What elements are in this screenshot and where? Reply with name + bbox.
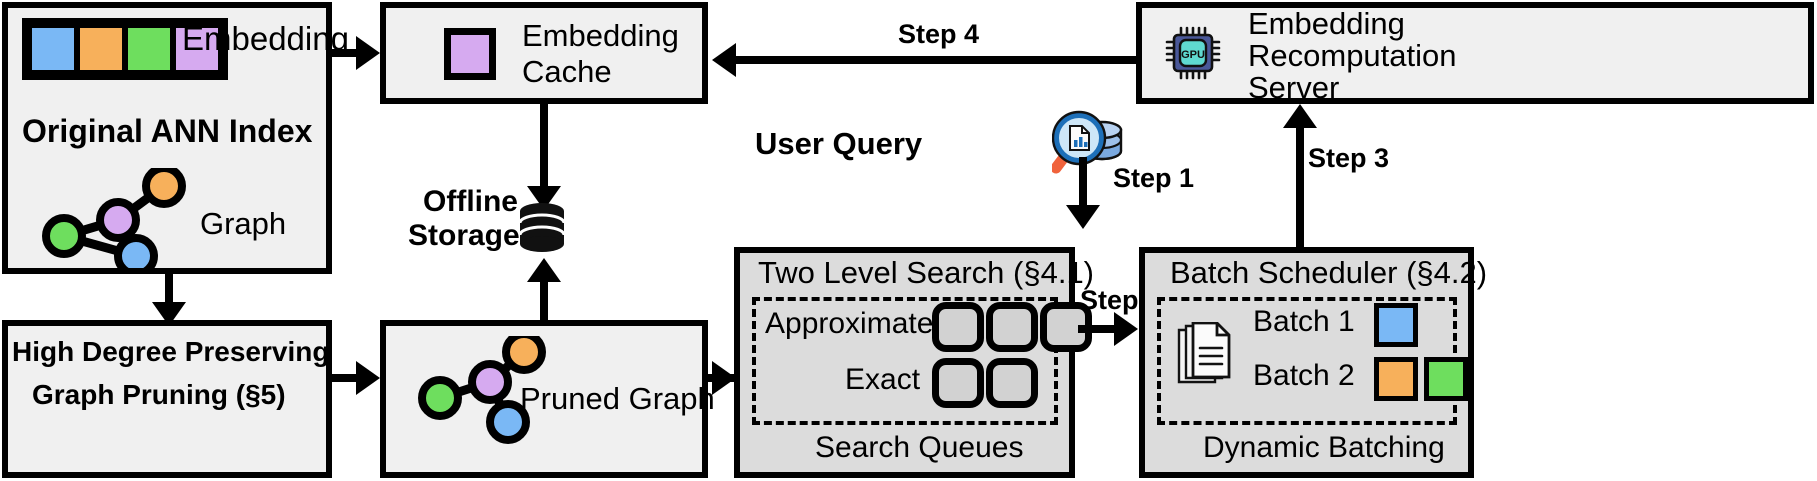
step3-label: Step 3 xyxy=(1308,143,1390,173)
search-queues-footer: Search Queues xyxy=(815,431,1024,464)
embedding-cache-chip xyxy=(444,28,496,80)
exact-slot-row xyxy=(932,358,1038,408)
arrow-pruned-to-search-head xyxy=(712,361,736,395)
arrow-step3-line xyxy=(1296,124,1304,248)
step4-label: Step 4 xyxy=(898,19,980,49)
approximate-slot-0[interactable] xyxy=(932,302,984,352)
search-queues-panel xyxy=(752,297,1058,425)
embedding-cache-box xyxy=(380,2,708,104)
embedding-vector-strip xyxy=(22,18,228,80)
graph-pruning-line2: Graph Pruning (§5) xyxy=(32,379,286,410)
arrow-step2-head xyxy=(1114,312,1138,346)
embedding-cell-2 xyxy=(125,25,173,73)
approximate-row-label: Approximate xyxy=(765,307,934,340)
arrow-index-to-cache-line xyxy=(332,49,360,57)
recomputation-server-line1: Embedding xyxy=(1248,6,1405,41)
gpu-chip-icon: GPU xyxy=(1165,26,1221,80)
approximate-slot-row xyxy=(932,302,1092,352)
embedding-label: Embedding xyxy=(182,20,349,57)
documents-icon xyxy=(1177,322,1231,384)
recomputation-server-box xyxy=(1136,2,1814,104)
graph-label: Graph xyxy=(200,206,287,241)
arrow-pruning-to-pruned-head xyxy=(356,361,380,395)
arrow-index-to-pruning-line xyxy=(165,274,173,308)
embedding-cell-0 xyxy=(29,25,77,73)
database-icon xyxy=(518,203,566,252)
arrow-step4-line xyxy=(736,56,1136,64)
batch-1-label: Batch 1 xyxy=(1253,305,1355,338)
exact-row-label: Exact xyxy=(845,363,921,396)
embedding-cache-line2: Cache xyxy=(522,54,612,89)
exact-slot-1[interactable] xyxy=(986,358,1038,408)
offline-storage-line1: Offline xyxy=(423,185,518,218)
pruned-graph-label: Pruned Graph xyxy=(520,381,715,416)
pruned-graph-illustration xyxy=(418,336,546,444)
graph-pruning-box xyxy=(2,320,332,478)
dynamic-batching-footer: Dynamic Batching xyxy=(1203,431,1445,464)
approximate-slot-1[interactable] xyxy=(986,302,1038,352)
arrow-step4-head xyxy=(712,43,736,77)
recomputation-server-line2: Recomputation xyxy=(1248,38,1457,73)
embedding-cell-1 xyxy=(77,25,125,73)
embedding-cell-3 xyxy=(173,25,221,73)
offline-storage-line2: Storage xyxy=(408,219,520,252)
two-level-search-title: Two Level Search (§4.1) xyxy=(758,255,1095,290)
batch-2-item-1 xyxy=(1424,357,1468,401)
batch-2-squares xyxy=(1374,357,1468,401)
search-database-icon xyxy=(1052,110,1123,174)
batch-scheduler-title: Batch Scheduler (§4.2) xyxy=(1170,255,1488,290)
arrow-pruning-to-pruned-line xyxy=(332,374,360,382)
batch-1-squares xyxy=(1374,303,1418,347)
embedding-cache-line1: Embedding xyxy=(522,18,679,53)
arrow-index-to-cache-head xyxy=(356,36,380,70)
arrow-step1-line xyxy=(1079,157,1087,211)
svg-text:GPU: GPU xyxy=(1181,49,1205,61)
batch-1-item-0 xyxy=(1374,303,1418,347)
arrow-cache-to-storage-line xyxy=(540,104,548,192)
batch-2-label: Batch 2 xyxy=(1253,359,1355,392)
graph-pruning-line1: High Degree Preserving xyxy=(12,336,330,367)
arrow-step2-line xyxy=(1078,325,1122,333)
original-graph-illustration xyxy=(42,168,186,268)
arrow-step1-head xyxy=(1066,205,1100,229)
arrow-step3-head xyxy=(1283,104,1317,128)
exact-slot-0[interactable] xyxy=(932,358,984,408)
recomputation-server-line3: Server xyxy=(1248,70,1340,105)
user-query-label: User Query xyxy=(755,126,923,161)
step1-label: Step 1 xyxy=(1113,163,1195,193)
batch-2-item-0 xyxy=(1374,357,1418,401)
arrow-pruned-to-storage-head xyxy=(527,258,561,282)
arrow-pruned-to-storage-line xyxy=(540,264,548,320)
original-ann-index-title: Original ANN Index xyxy=(22,113,313,149)
